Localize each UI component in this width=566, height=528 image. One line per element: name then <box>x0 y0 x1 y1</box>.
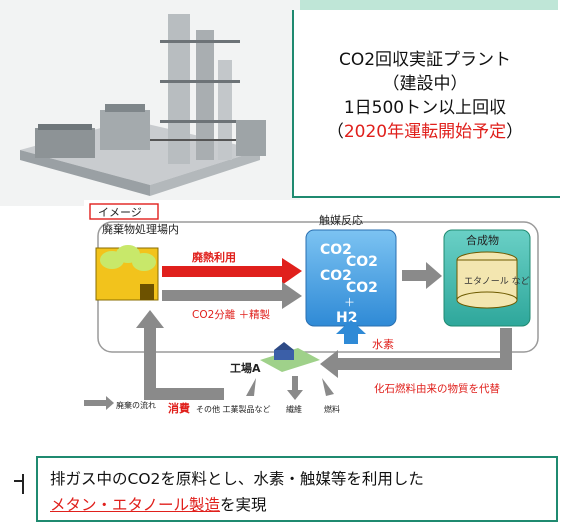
waste-heat-label: 廃熱利用 <box>192 250 236 264</box>
replace-fossil-label: 化石燃料由来の物質を代替 <box>374 382 500 395</box>
plus-mark: ＋ <box>344 296 355 309</box>
summary-text: 排ガス中のCO2を原料とし、水素・触媒等を利用した メタン・エタノール製造を実現 <box>50 466 550 518</box>
catalyst-label: 触媒反応 <box>319 213 363 227</box>
caption-box <box>292 10 560 198</box>
summary-tail: を実現 <box>220 496 267 514</box>
use-arrows <box>246 376 334 400</box>
factory-icon <box>260 342 320 372</box>
caption-line3: 1日500トン以上回収 <box>343 98 507 118</box>
waste-heat-arrow <box>162 258 302 285</box>
hydrogen-label: 水素 <box>372 338 394 351</box>
co2-mark-3: CO2 <box>320 268 352 284</box>
return-arrow <box>320 328 512 378</box>
caption-start-date: 2020年運転開始予定 <box>343 122 507 142</box>
process-diagram: イメージ 廃棄物処理場内 廃熱利用 CO2分離 ＋精製 触媒反応 CO2 CO2… <box>84 200 566 418</box>
legend-arrow <box>84 396 114 410</box>
co2-mark-1: CO2 <box>320 242 352 258</box>
use-other: その他 工業製品など <box>196 404 271 414</box>
edge-mark-vertical <box>22 474 24 494</box>
caption-text: CO2回収実証プラント （建設中） 1日500トン以上回収 （2020年運転開始… <box>306 48 544 144</box>
image-tag-label: イメージ <box>98 206 142 219</box>
co2-mark-2: CO2 <box>346 254 378 270</box>
edge-mark <box>14 480 24 482</box>
product-arrow <box>402 262 442 289</box>
co2-feed-arrow <box>162 282 302 309</box>
use-fiber: 繊維 <box>286 404 302 414</box>
use-fuel: 燃料 <box>324 404 340 414</box>
incinerator-icon <box>95 245 159 301</box>
area-label: 廃棄物処理場内 <box>102 222 179 236</box>
consume-label: 消費 <box>168 401 190 415</box>
legend-flow-label: 廃棄の流れ <box>116 400 156 410</box>
co2-mark-4: CO2 <box>346 280 378 296</box>
ethanol-label: エタノール など <box>464 276 530 287</box>
product-label: 合成物 <box>466 233 499 247</box>
consume-arrow <box>136 310 224 400</box>
caption-line2: （建設中） <box>382 74 468 94</box>
hydrogen-arrow <box>336 320 366 344</box>
caption-paren-close: ） <box>506 122 524 142</box>
methane-ethanol-link[interactable]: メタン・エタノール製造 <box>50 496 221 514</box>
summary-box <box>36 456 558 522</box>
summary-line1: 排ガス中のCO2を原料とし、水素・触媒等を利用した <box>50 470 424 488</box>
summary-line2: メタン・エタノール製造を実現 <box>50 492 550 518</box>
caption-line1: CO2回収実証プラント <box>338 50 512 70</box>
caption-line4: （2020年運転開始予定） <box>306 120 544 144</box>
plant-photo <box>0 0 300 206</box>
co2-separation-label: CO2分離 ＋精製 <box>192 308 271 321</box>
caption-paren-open: （ <box>326 122 344 142</box>
factory-label: 工場A <box>230 361 261 375</box>
image-tag <box>89 203 159 220</box>
